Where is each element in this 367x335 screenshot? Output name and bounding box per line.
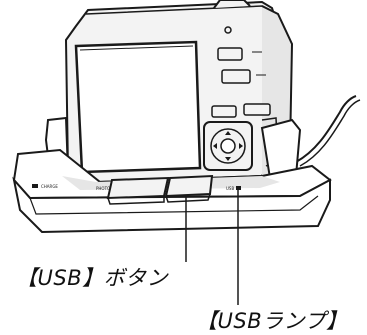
set-button [220,138,236,154]
usb-lamp [236,186,241,190]
lcd-screen [74,40,202,174]
charge-lamp [32,184,38,188]
menu-button [211,105,237,118]
usb-cable [295,95,357,163]
usb-marking: USB [226,186,234,191]
playback-button [221,69,251,84]
digital-camera [64,0,294,184]
charge-marking: CHARGE [41,184,58,189]
photo-button [106,176,170,200]
usb-button [164,174,214,198]
usb-lamp-callout: 【USBランプ】 [196,309,348,333]
photo-marking: PHOTO [96,186,110,191]
bs-button [243,103,271,116]
usb-button-callout: 【USB】ボタン [16,266,169,290]
mode-button [217,47,243,61]
usb-cradle-base: CHARGE PHOTO USB [12,148,332,234]
